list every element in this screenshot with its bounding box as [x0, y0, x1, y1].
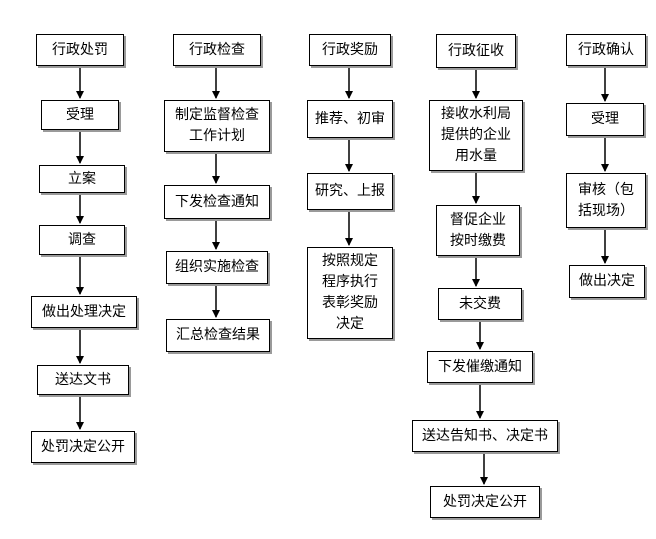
step-label: 下发催缴通知 — [438, 358, 522, 375]
step-file-case: 立案 — [39, 165, 125, 193]
column-header-levy: 行政征收 — [436, 34, 516, 68]
header-label: 行政确认 — [578, 41, 634, 58]
step-label: 推荐、初审 — [315, 110, 385, 127]
step-label: 立案 — [68, 170, 96, 187]
step-label: 组织实施检查 — [175, 259, 259, 275]
step-urge-payment: 督促企业 按时缴费 — [436, 205, 520, 256]
step-make-decision: 做出处理决定 — [31, 296, 137, 328]
column-header-inspection: 行政检查 — [173, 34, 261, 66]
step-recommend-review: 推荐、初审 — [307, 100, 393, 138]
step-deliver-notice-decision: 送达告知书、决定书 — [412, 420, 558, 452]
step-receive-water-data: 接收水利局 提供的企业 用水量 — [429, 100, 523, 171]
step-label: 审核（包 括现场） — [578, 181, 634, 219]
step-review-onsite: 审核（包 括现场） — [566, 173, 646, 228]
step-publish-decision: 处罚决定公开 — [31, 431, 135, 463]
step-label: 研究、上报 — [315, 183, 385, 199]
step-label: 按照规定 程序执行 表彰奖励 决定 — [322, 253, 378, 332]
step-make-plan: 制定监督检查 工作计划 — [164, 100, 270, 152]
step-make-confirmation-decision: 做出决定 — [569, 265, 645, 298]
step-label: 送达文书 — [55, 371, 111, 388]
step-label: 调查 — [68, 231, 96, 248]
step-execute-reward: 按照规定 程序执行 表彰奖励 决定 — [307, 247, 393, 339]
step-label: 送达告知书、决定书 — [422, 427, 548, 444]
step-label: 做出处理决定 — [42, 303, 126, 320]
column-header-reward: 行政奖励 — [309, 34, 391, 66]
step-label: 督促企业 按时缴费 — [450, 211, 506, 249]
step-unpaid: 未交费 — [438, 288, 522, 320]
step-issue-reminder: 下发催缴通知 — [427, 351, 533, 383]
step-deliver-documents: 送达文书 — [37, 365, 129, 395]
step-publish-levy-decision: 处罚决定公开 — [430, 486, 540, 518]
column-header-penalty: 行政处罚 — [36, 34, 124, 66]
step-label: 处罚决定公开 — [41, 438, 125, 455]
header-label: 行政征收 — [448, 42, 504, 59]
step-label: 受理 — [591, 111, 619, 127]
step-label: 下发检查通知 — [175, 193, 259, 210]
step-label: 受理 — [66, 106, 94, 123]
step-investigate: 调查 — [39, 225, 125, 255]
step-label: 接收水利局 提供的企业 用水量 — [441, 106, 511, 164]
step-summarize-results: 汇总检查结果 — [166, 319, 270, 352]
column-header-confirmation: 行政确认 — [566, 34, 646, 66]
step-accept-confirmation: 受理 — [566, 103, 644, 136]
step-research-report: 研究、上报 — [307, 173, 393, 210]
step-conduct-inspection: 组织实施检查 — [166, 251, 268, 284]
step-issue-notice: 下发检查通知 — [164, 185, 270, 219]
header-label: 行政处罚 — [52, 41, 108, 58]
step-label: 制定监督检查 工作计划 — [175, 107, 259, 144]
step-label: 做出决定 — [579, 273, 635, 289]
step-label: 未交费 — [459, 295, 501, 312]
step-label: 处罚决定公开 — [443, 493, 527, 510]
step-label: 汇总检查结果 — [176, 327, 260, 343]
header-label: 行政奖励 — [322, 41, 378, 58]
header-label: 行政检查 — [189, 41, 245, 58]
step-accept: 受理 — [41, 100, 119, 130]
